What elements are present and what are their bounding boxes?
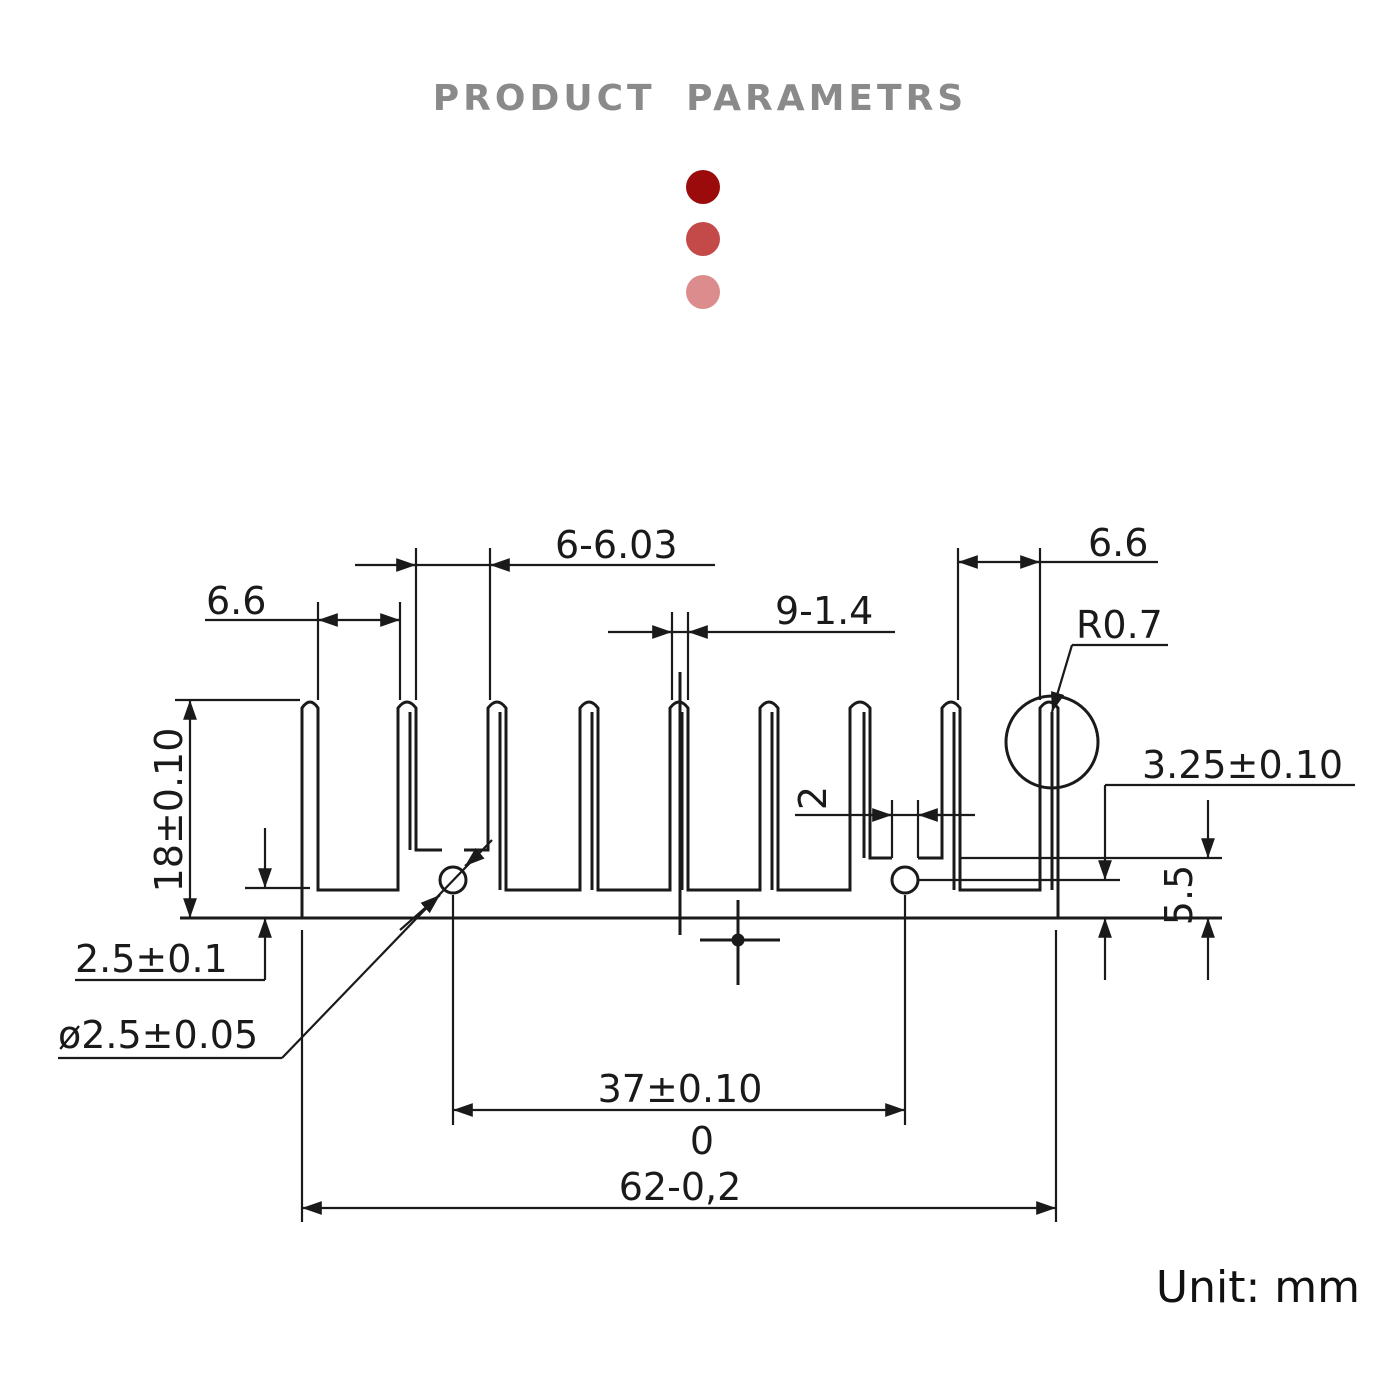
- page-title: PRODUCT PARAMETRS: [432, 78, 968, 119]
- dim-hole-diameter: ø2.5±0.05: [58, 1013, 258, 1057]
- decor-dot-3: [686, 275, 720, 309]
- dim-fin-pitch-right: 6.6: [1088, 521, 1148, 565]
- dim-fin-height: 18±0.10: [147, 728, 191, 893]
- dim-hole-spacing: 37±0.10: [598, 1067, 763, 1111]
- dimension-labels: 6.6 6-6.03 9-1.4 6.6 R0.7 3.25±0.10 2 18…: [58, 521, 1343, 1209]
- unit-label: Unit: mm: [1155, 1262, 1360, 1313]
- dim-base-thickness: 2.5±0.1: [75, 937, 228, 981]
- decor-dot-1: [686, 170, 720, 204]
- dim-slot-width: 2: [791, 786, 835, 810]
- heatsink-profile: [180, 672, 1222, 985]
- decor-dot-2: [686, 222, 720, 256]
- dim-fin-group: 6-6.03: [555, 523, 678, 567]
- dimension-lines: [58, 548, 1355, 1222]
- dim-slot-height: 5.5: [1157, 865, 1201, 925]
- dim-fillet-radius: R0.7: [1076, 603, 1163, 647]
- dim-hole-spacing-tol: 0: [690, 1119, 714, 1163]
- dim-fin-thickness: 9-1.4: [775, 589, 873, 633]
- dim-fin-pitch-left: 6.6: [206, 579, 266, 623]
- dim-offset-right: 3.25±0.10: [1142, 743, 1343, 787]
- dim-overall-width: 62-0,2: [619, 1165, 742, 1209]
